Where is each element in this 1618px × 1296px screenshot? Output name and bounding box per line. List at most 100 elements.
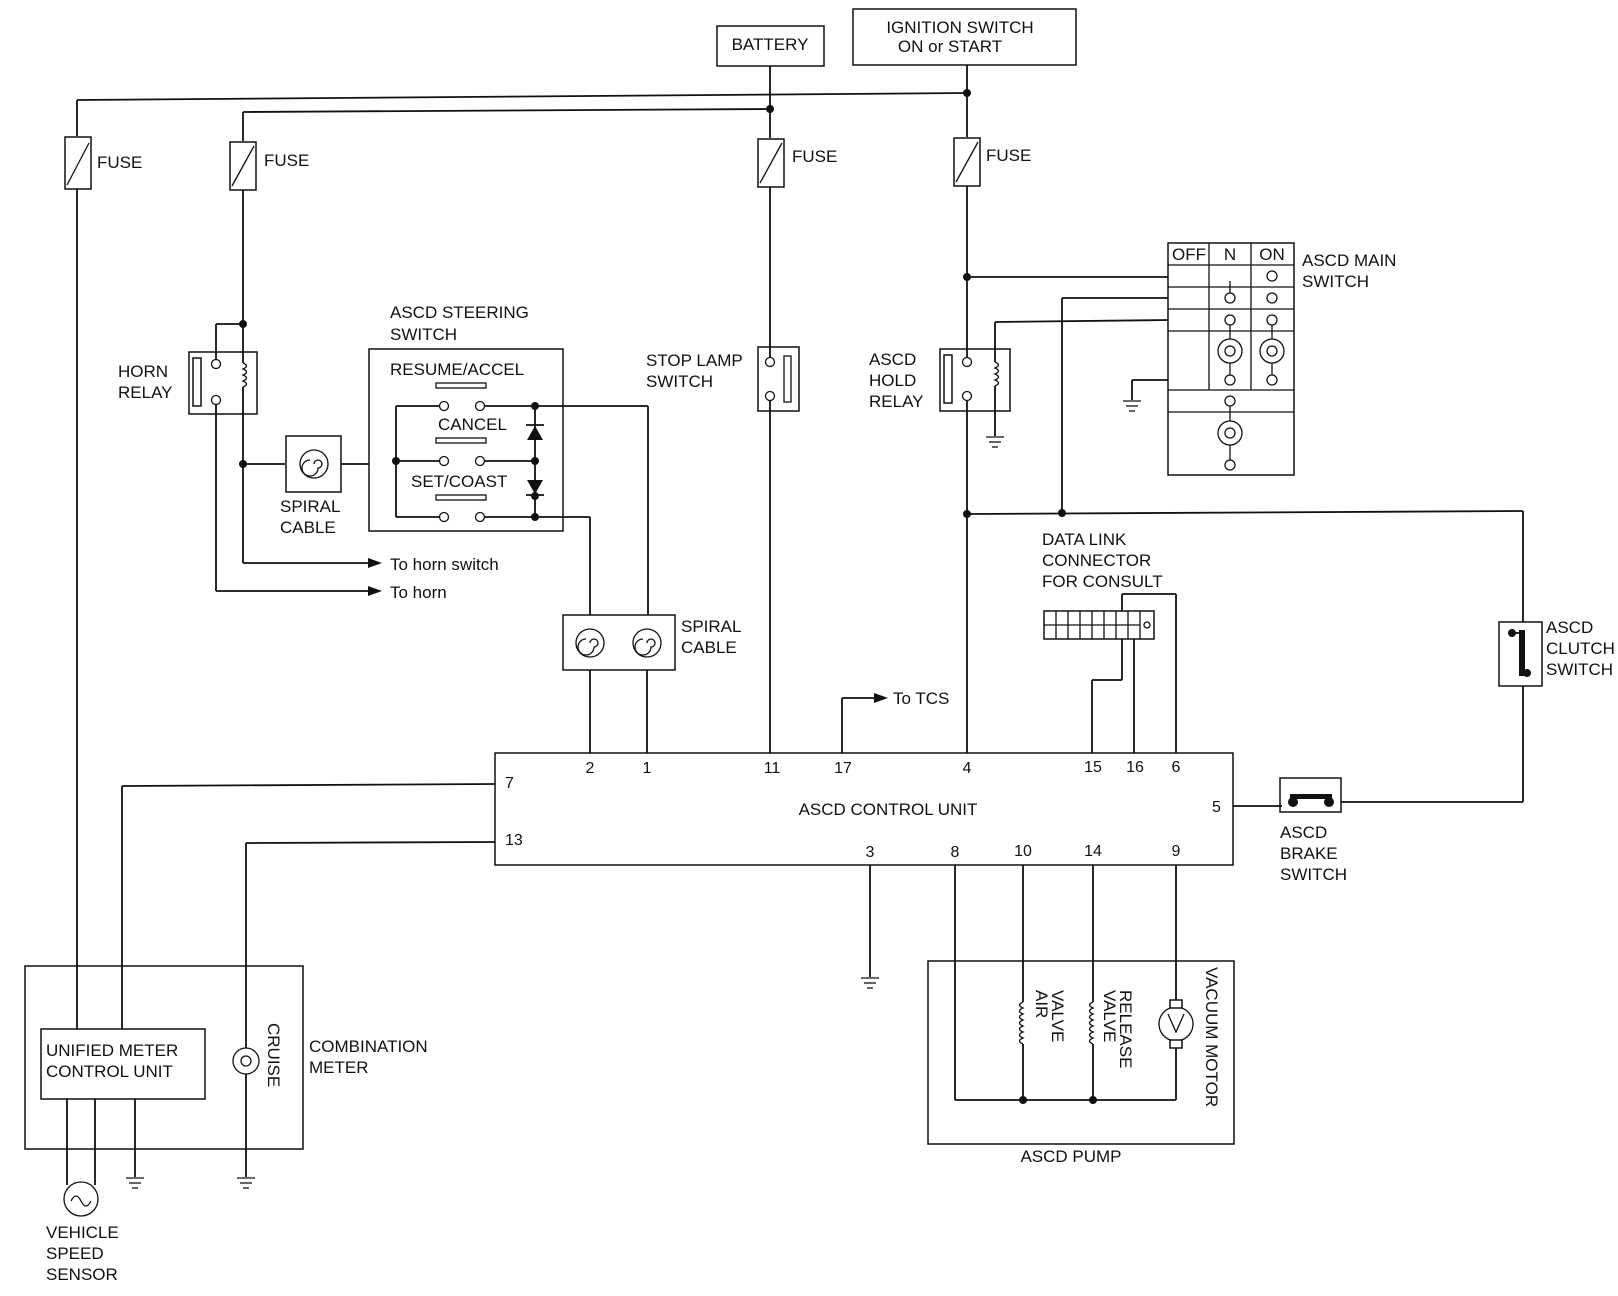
air-valve-label: AIR	[1032, 990, 1051, 1018]
release-valve-label: RELEASE	[1116, 990, 1135, 1068]
to-horn-label: To horn	[390, 583, 447, 602]
spiral-cable-horn-label-2: CABLE	[280, 518, 336, 537]
spiral-cable-lower-label-2: CABLE	[681, 638, 737, 657]
meter-wires	[66, 189, 496, 1189]
main-switch-off-label: OFF	[1172, 245, 1206, 264]
main-switch-n-label: N	[1224, 245, 1236, 264]
to-tcs-wire	[841, 693, 888, 755]
ascd-hold-relay: ASCD HOLD RELAY	[869, 348, 1011, 412]
clutch-switch-label: ASCD	[1546, 618, 1593, 637]
cancel-label: CANCEL	[438, 415, 507, 434]
fuse-3: FUSE	[757, 138, 837, 188]
set-coast-label: SET/COAST	[411, 472, 507, 491]
clutch-switch-label-3: SWITCH	[1546, 660, 1613, 679]
stop-lamp-switch: STOP LAMP SWITCH	[646, 346, 800, 412]
vacuum-motor-label: VACUUM MOTOR	[1202, 967, 1221, 1107]
brake-switch-label: ASCD	[1280, 823, 1327, 842]
fuse-1: FUSE	[64, 136, 142, 190]
pin-1: 1	[643, 760, 652, 777]
to-horn-switch-label: To horn switch	[390, 555, 499, 574]
release-valve-label-2: VALVE	[1100, 990, 1119, 1042]
steering-switch-label-2: SWITCH	[390, 325, 457, 344]
hold-relay-label-2: HOLD	[869, 371, 916, 390]
pin-2: 2	[586, 760, 595, 777]
clutch-switch-label-2: CLUTCH	[1546, 639, 1615, 658]
vss-label-3: SENSOR	[46, 1265, 118, 1284]
ignition-switch: IGNITION SWITCH ON or START	[852, 8, 1077, 66]
fuse-2-label: FUSE	[264, 151, 309, 170]
fuse-2: FUSE	[229, 141, 309, 191]
fuse-4-label: FUSE	[986, 146, 1031, 165]
ignition-switch-label: IGNITION SWITCH	[886, 18, 1033, 37]
unified-meter-label: UNIFIED METER	[46, 1041, 178, 1060]
pin-4: 4	[963, 760, 972, 777]
stop-lamp-switch-label: STOP LAMP	[646, 351, 743, 370]
fuse-1-label: FUSE	[97, 153, 142, 172]
ascd-steering-switch: ASCD STEERING SWITCH RESUME/ACCEL CANCEL…	[368, 303, 648, 532]
cruise-label: CRUISE	[264, 1023, 283, 1087]
pin-8: 8	[951, 844, 960, 861]
horn-relay-label: HORN	[118, 362, 168, 381]
fuse-4: FUSE	[953, 137, 1031, 187]
battery-label: BATTERY	[732, 35, 809, 54]
vacuum-motor	[1158, 999, 1194, 1049]
steering-switch-label: ASCD STEERING	[390, 303, 529, 322]
spiral-cable-lower: SPIRAL CABLE	[562, 614, 741, 671]
horn-relay-wires	[215, 190, 382, 596]
ascd-main-switch: OFF N ON ASCD MAIN SWITCH	[1167, 242, 1396, 476]
battery: BATTERY	[716, 25, 825, 67]
control-unit-label: ASCD CONTROL UNIT	[799, 800, 978, 819]
steering-to-control-wires	[589, 406, 649, 755]
horn-relay-label-2: RELAY	[118, 383, 173, 402]
main-switch-on-label: ON	[1259, 245, 1285, 264]
ascd-clutch-switch: ASCD CLUTCH SWITCH	[1498, 618, 1615, 687]
pin-11: 11	[764, 760, 781, 777]
vehicle-speed-sensor: VEHICLE SPEED SENSOR	[46, 1181, 119, 1284]
data-link-connector: DATA LINK CONNECTOR FOR CONSULT	[1042, 530, 1163, 640]
main-switch-label-2: SWITCH	[1302, 272, 1369, 291]
clutch-switch-wires	[1339, 511, 1524, 803]
fuse-3-label: FUSE	[792, 147, 837, 166]
combination-meter: UNIFIED METER CONTROL UNIT CRUISE COMBIN…	[24, 965, 428, 1150]
to-tcs-label: To TCS	[893, 689, 949, 708]
hold-relay-label: ASCD	[869, 350, 916, 369]
pin-15: 15	[1084, 759, 1102, 776]
combination-meter-label: COMBINATION	[309, 1037, 428, 1056]
combination-meter-label-2: METER	[309, 1058, 369, 1077]
power-bus-wires	[76, 65, 971, 141]
pin-16: 16	[1126, 759, 1144, 776]
ascd-control-unit: ASCD CONTROL UNIT 2 1 11 17 4 15 16 6 7 …	[494, 752, 1234, 866]
air-valve-label-2: VALVE	[1048, 990, 1067, 1042]
stop-lamp-switch-label-2: SWITCH	[646, 372, 713, 391]
dlc-label-2: CONNECTOR	[1042, 551, 1151, 570]
brake-switch-label-3: SWITCH	[1280, 865, 1347, 884]
pin-17: 17	[834, 760, 852, 777]
control-unit-ground	[861, 865, 879, 989]
spiral-cable-horn-label: SPIRAL	[280, 497, 340, 516]
pin-14: 14	[1084, 843, 1102, 860]
main-switch-label: ASCD MAIN	[1302, 251, 1396, 270]
horn-relay: HORN RELAY	[118, 351, 258, 415]
unified-meter-label-2: CONTROL UNIT	[46, 1062, 173, 1081]
spiral-cable-horn: SPIRAL CABLE	[280, 435, 342, 537]
pin-7: 7	[505, 775, 514, 792]
pin-10: 10	[1014, 843, 1032, 860]
ascd-pump-label: ASCD PUMP	[1020, 1147, 1121, 1166]
dlc-wires	[1091, 593, 1177, 755]
main-switch-ground-wire	[1123, 379, 1168, 412]
dlc-label: DATA LINK	[1042, 530, 1127, 549]
vss-label-2: SPEED	[46, 1244, 104, 1263]
pin-9: 9	[1172, 843, 1181, 860]
ascd-brake-switch: ASCD BRAKE SWITCH	[1279, 777, 1347, 884]
vss-label: VEHICLE	[46, 1223, 119, 1242]
pump-wires	[954, 865, 1177, 1104]
pin-6: 6	[1172, 759, 1181, 776]
pin-13: 13	[505, 832, 523, 849]
brake-switch-label-2: BRAKE	[1280, 844, 1338, 863]
resume-accel-label: RESUME/ACCEL	[390, 360, 524, 379]
spiral-cable-lower-label: SPIRAL	[681, 617, 741, 636]
pin-3: 3	[866, 844, 875, 861]
hold-relay-wires	[963, 186, 1524, 755]
dlc-label-3: FOR CONSULT	[1042, 572, 1163, 591]
